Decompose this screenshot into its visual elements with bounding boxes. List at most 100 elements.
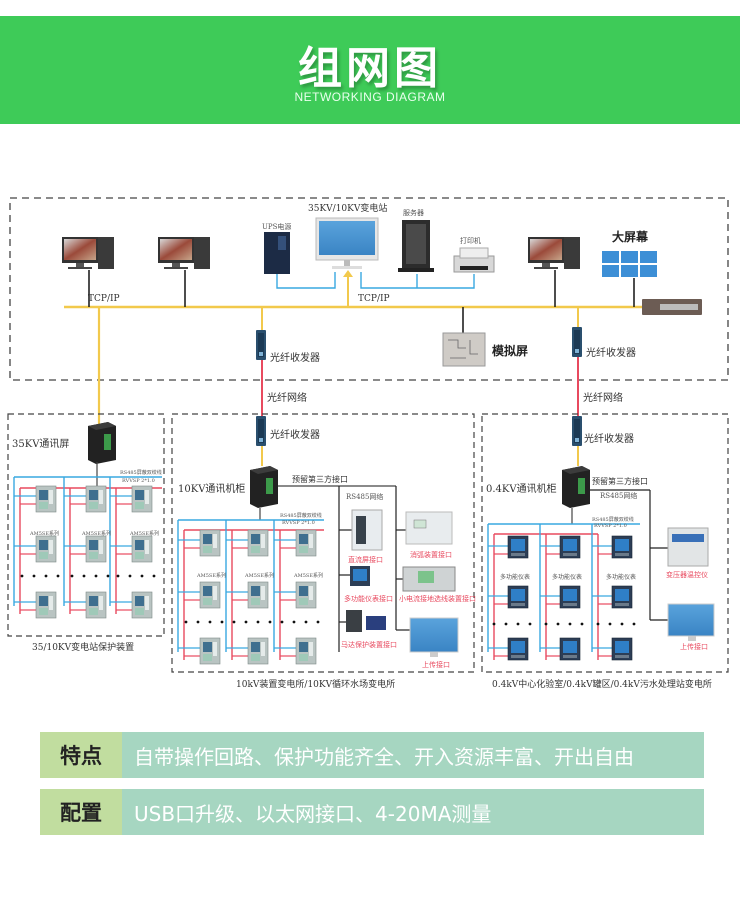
- relay-grid-10kv: [177, 520, 320, 665]
- bus-label: RS485屏蔽双绞线: [120, 470, 162, 476]
- protection-relay-icon: [247, 637, 269, 665]
- protection-relay-icon: [295, 581, 317, 609]
- ellipsis-dot: [106, 574, 110, 578]
- bus-label: RVVSP 2*1.0: [282, 520, 315, 526]
- interface-label: 多功能仪表接口: [344, 595, 393, 603]
- diagram-canvas: [7, 197, 729, 673]
- protection-relay-icon: [199, 529, 221, 557]
- big-screen-icon: [602, 251, 657, 277]
- rs485-label: RS485网络: [600, 492, 638, 500]
- upload-monitor-icon: [667, 603, 715, 637]
- comm-manager-icon: [562, 466, 590, 508]
- multifunction-meter-icon: [507, 637, 529, 661]
- feature-value: USB口升级、以太网接口、4-20MA测量: [122, 789, 704, 835]
- protection-relay-icon: [247, 581, 269, 609]
- multifunction-meter-icon: [559, 637, 581, 661]
- multifunction-meter-icon: [611, 585, 633, 609]
- panel-04kv-caption: 0.4kV中心化验室/0.4kV罐区/0.4kV污水处理站变电所: [492, 680, 712, 690]
- ellipsis-dot: [516, 622, 520, 626]
- series-label: AM5SE系列: [245, 573, 274, 579]
- page-subtitle: NETWORKING DIAGRAM: [294, 90, 446, 104]
- interface-label: 小电流接地选线装置接口: [399, 595, 476, 603]
- ellipsis-dot: [268, 620, 272, 624]
- fiber-network-label: 光纤网络: [583, 393, 623, 404]
- series-label: 多功能仪表: [500, 574, 531, 581]
- ellipsis-dot: [528, 622, 532, 626]
- ellipsis-dot: [620, 622, 624, 626]
- interface-label: 直流屏接口: [348, 556, 383, 564]
- feature-value: 自带操作回路、保护功能齐全、开入资源丰富、开出自由: [122, 732, 704, 778]
- multifunction-meter-icon: [611, 535, 633, 559]
- panel-35kv-boundary: [7, 413, 165, 637]
- arc-suppression-icon: [405, 511, 453, 545]
- multifunction-meter-icon: [611, 637, 633, 661]
- panel-10kv-title: 10KV通讯机柜: [178, 484, 246, 495]
- interface-label: 消弧装置接口: [410, 551, 452, 559]
- ellipsis-dot: [208, 620, 212, 624]
- third-party-label: 预留第三方接口: [592, 477, 648, 486]
- motor-protection-icon: [346, 610, 362, 632]
- feature-key: 特点: [40, 732, 122, 778]
- simulation-screen-icon: [442, 332, 486, 367]
- ellipsis-dot: [32, 574, 36, 578]
- series-label: AM5SE系列: [197, 573, 226, 579]
- interface-label: 上传接口: [680, 643, 708, 651]
- big-screen-label: 大屏幕: [612, 230, 649, 244]
- bus-label: RVVSP 2*1.0: [594, 523, 627, 529]
- multifunction-meter-icon: [507, 585, 529, 609]
- ellipsis-dot: [292, 620, 296, 624]
- interface-label: 马达保护装置接口: [341, 641, 397, 649]
- ellipsis-dot: [140, 574, 144, 578]
- workstation-icon: [528, 237, 580, 269]
- multifunction-meter-icon: [507, 535, 529, 559]
- ellipsis-dot: [596, 622, 600, 626]
- interface-label: 变压器温控仪: [666, 571, 708, 579]
- header-banner: 组网图 NETWORKING DIAGRAM: [0, 16, 740, 124]
- panel-10kv-caption: 10kV装置变电所/10KV循环水场变电所: [236, 680, 396, 690]
- printer-label: 打印机: [460, 237, 481, 245]
- ellipsis-dot: [232, 620, 236, 624]
- series-label: 多功能仪表: [552, 574, 583, 581]
- protection-relay-icon: [35, 591, 57, 619]
- panel-35kv-caption: 35/10KV变电站保护装置: [32, 643, 135, 653]
- series-label: AM5SE系列: [82, 531, 111, 537]
- upload-monitor-icon: [409, 617, 459, 653]
- station-title: 35KV/10KV变电站: [308, 204, 388, 214]
- rs485-label: RS485网络: [346, 493, 384, 501]
- panel-04kv-boundary: [481, 413, 729, 673]
- ellipsis-dot: [256, 620, 260, 624]
- panel-35kv-title: 35KV通讯屏: [12, 439, 70, 450]
- comm-manager-icon: [88, 422, 116, 464]
- fiber-transceiver-icon: [256, 330, 266, 360]
- ellipsis-dot: [244, 620, 248, 624]
- server-label: 服务器: [403, 209, 424, 217]
- tcpip-label-left: TCP/IP: [88, 294, 120, 304]
- ellipsis-dot: [556, 622, 560, 626]
- ellipsis-dot: [20, 574, 24, 578]
- bus-label: RS485屏蔽双绞线: [592, 517, 634, 523]
- series-label: AM5SE系列: [294, 573, 323, 579]
- protection-relay-icon: [85, 591, 107, 619]
- page-title: 组网图: [298, 43, 442, 94]
- multifunction-meter-icon: [559, 585, 581, 609]
- bus-label: RS485屏蔽双绞线: [280, 513, 322, 519]
- ellipsis-dot: [56, 574, 60, 578]
- series-label: AM5SE系列: [30, 531, 59, 537]
- ellipsis-dot: [116, 574, 120, 578]
- ellipsis-dot: [70, 574, 74, 578]
- meter-grid-04kv: [487, 524, 636, 661]
- ups-icon: [264, 232, 290, 274]
- ellipsis-dot: [568, 622, 572, 626]
- feature-row-configuration: 配置 USB口升级、以太网接口、4-20MA测量: [40, 789, 704, 835]
- protection-relay-icon: [131, 535, 153, 563]
- bus-label: RVVSP 2*1.0: [122, 478, 155, 484]
- protection-relay-icon: [85, 485, 107, 513]
- protection-relay-icon: [131, 591, 153, 619]
- fiber-transceiver-icon: [572, 416, 582, 446]
- series-label: AM5SE系列: [130, 531, 159, 537]
- ellipsis-dot: [492, 622, 496, 626]
- protection-relay-icon: [131, 485, 153, 513]
- ellipsis-dot: [44, 574, 48, 578]
- workstation-icon: [158, 237, 210, 269]
- ellipsis-dot: [196, 620, 200, 624]
